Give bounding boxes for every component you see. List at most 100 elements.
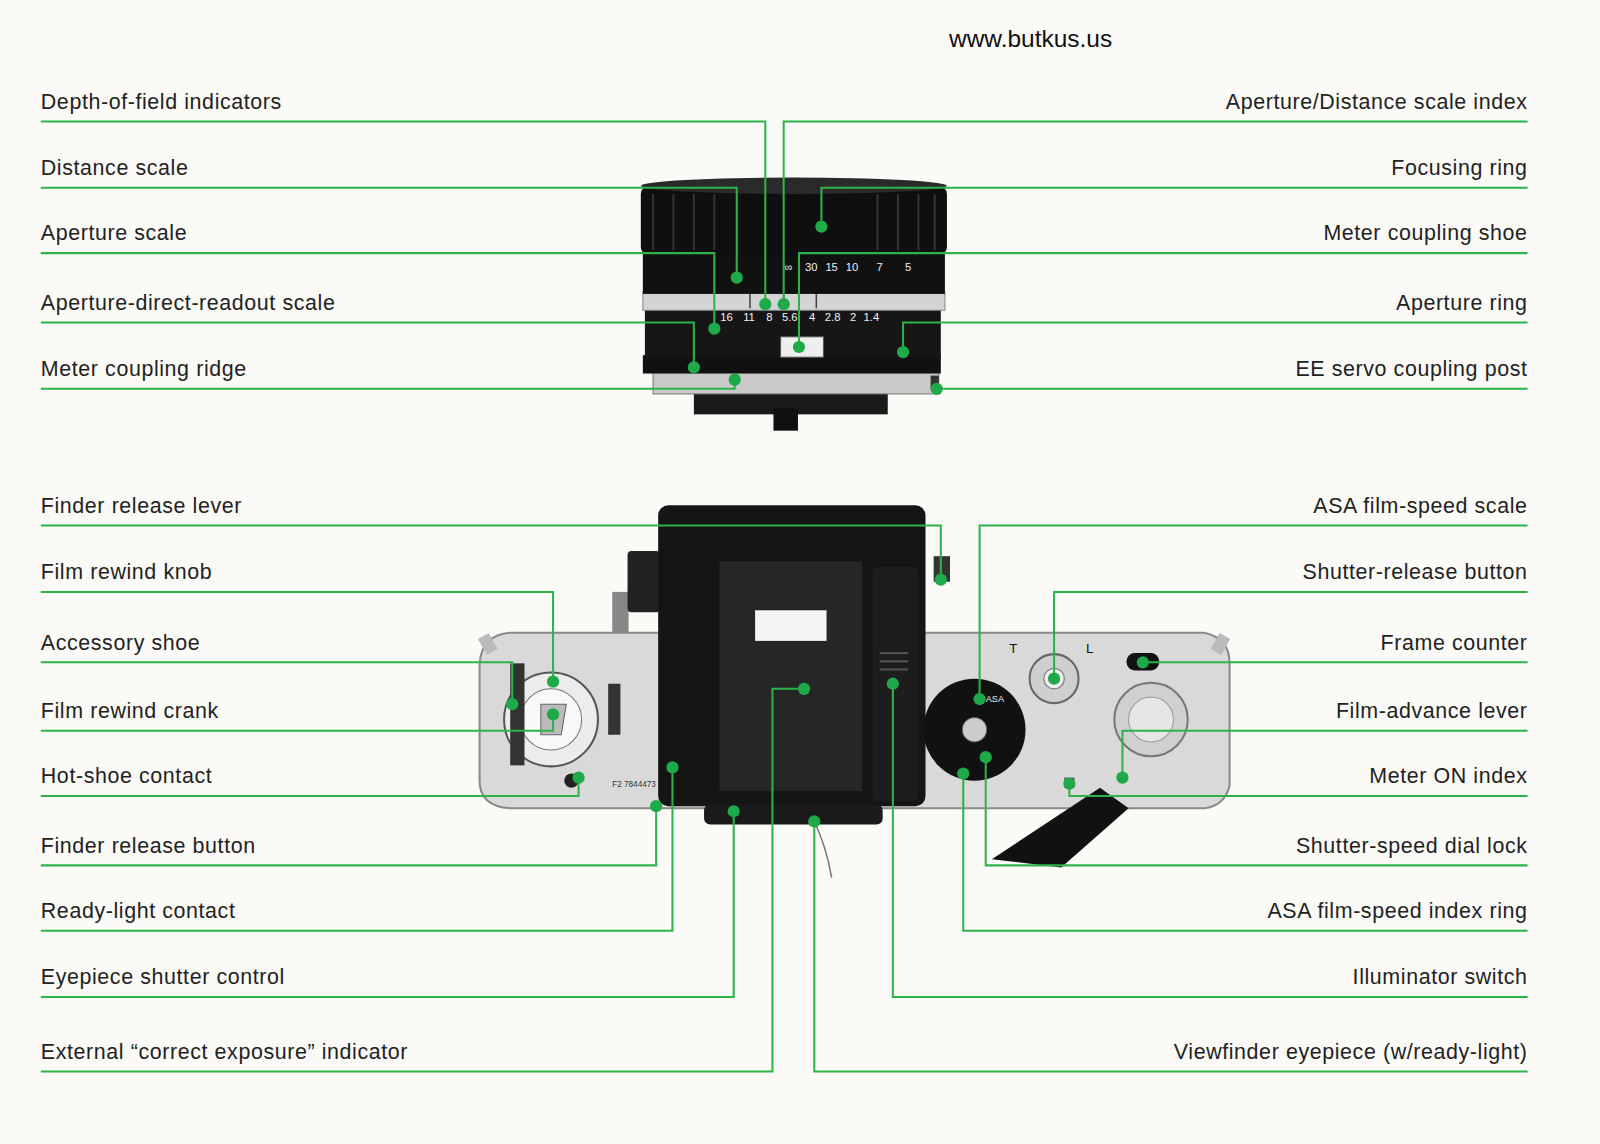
leader-dots-part (547, 708, 559, 720)
lens-drawing-part (641, 186, 947, 255)
leader-dots-part (931, 383, 943, 395)
lens-drawing-part-part (652, 194, 654, 250)
part-label: Distance scale (41, 156, 189, 182)
part-label: EE servo coupling post (1295, 357, 1527, 383)
camera-body-drawing-part (1114, 683, 1187, 756)
part-label: Hot-shoe contact (41, 764, 212, 790)
dial-mark: T (1009, 641, 1017, 657)
leader-dots-part (935, 574, 947, 586)
distance-scale-number: 5 (905, 261, 911, 274)
part-label: Focusing ring (1391, 156, 1527, 182)
leader-dots-part (506, 698, 518, 710)
part-label: Finder release button (41, 834, 256, 860)
part-label: Illuminator switch (1353, 965, 1528, 991)
lens-drawing-part-part (917, 194, 919, 250)
part-label: Shutter-speed dial lock (1296, 834, 1528, 860)
part-label: Viewfinder eyepiece (w/ready-light) (1174, 1040, 1528, 1066)
lens-drawing-part (773, 408, 797, 430)
leader-dots-part (973, 693, 985, 705)
leader-dots-part (1116, 771, 1128, 783)
leader-dots-part (1137, 656, 1149, 668)
leader-lines-part (41, 253, 714, 329)
part-label: Meter coupling ridge (41, 357, 247, 383)
part-label: Aperture ring (1396, 291, 1528, 317)
lens-drawing-part-part (672, 194, 674, 250)
leader-dots-part (957, 767, 969, 779)
part-label: Film rewind crank (41, 699, 219, 725)
leader-lines-part (41, 811, 734, 997)
camera-body-drawing-part (478, 633, 498, 655)
leader-lines-part (41, 806, 656, 865)
lens-drawing-part (653, 194, 935, 250)
leader-lines-part (893, 684, 1528, 997)
distance-scale-number: 30 (805, 261, 817, 274)
camera-body-drawing-part-part (880, 668, 909, 670)
leader-lines-part (784, 121, 1528, 304)
lens-drawing-part-part (713, 194, 715, 250)
lens-drawing-part-part (897, 194, 899, 250)
camera-body-drawing-part (923, 679, 1025, 781)
camera-body-drawing-part (658, 505, 925, 806)
part-label: Film rewind knob (41, 560, 212, 586)
camera-body-drawing-part (814, 821, 831, 877)
leader-lines-part (41, 767, 673, 930)
leader-lines-part (980, 526, 1528, 699)
leader-lines-part (821, 188, 1527, 227)
aperture-scale-number: 5.6 (782, 311, 798, 324)
leader-dots (506, 220, 1149, 827)
serial-number: F2 7844473 (612, 780, 656, 790)
camera-body-drawing-part (962, 717, 986, 741)
camera-body-drawing-part (719, 561, 862, 791)
lens-drawing-part-part (693, 194, 695, 250)
part-label: Accessory shoe (41, 631, 201, 657)
leader-lines-part (41, 188, 737, 278)
camera-body-drawing-part (755, 610, 826, 641)
camera-body-drawing-part-part (880, 652, 909, 654)
distance-scale-number: 10 (846, 261, 858, 274)
leader-dots-part (728, 805, 740, 817)
part-label: Depth-of-field indicators (41, 90, 282, 116)
lens-drawing-part-part (934, 194, 936, 250)
distance-scale-number: 7 (876, 261, 882, 274)
leader-lines-part (963, 774, 1527, 931)
leader-dots-part (731, 271, 743, 283)
leader-dots-part (887, 678, 899, 690)
leader-dots-part (808, 815, 820, 827)
lens-drawing-part (641, 178, 947, 194)
leader-dots-part (650, 800, 662, 812)
aperture-scale-number: 16 (720, 311, 732, 324)
part-label: Aperture scale (41, 221, 187, 247)
dial-mark: ASA (986, 694, 1004, 705)
part-label: Film-advance lever (1336, 699, 1528, 725)
leader-lines-part (1143, 661, 1528, 663)
lens-drawing-part-part (749, 294, 751, 308)
leader-dots-part (547, 676, 559, 688)
leader-lines (41, 121, 1528, 1071)
lens-drawing-part (643, 253, 945, 294)
lens-drawing-part (643, 355, 941, 373)
leader-lines-part (799, 253, 1528, 347)
camera-body-drawing-part (704, 804, 883, 824)
camera-body-drawing-part (880, 653, 909, 669)
leader-dots-part (759, 298, 771, 310)
camera-body-drawing-part (1129, 697, 1174, 742)
leader-dots-part (815, 220, 827, 232)
aperture-scale-number: 4 (809, 311, 815, 324)
camera-body-drawing-part (628, 551, 661, 612)
part-label: Finder release lever (41, 494, 242, 520)
dial-mark: L (1086, 641, 1093, 657)
camera-body-drawing-part (612, 592, 628, 633)
leader-lines-part (986, 757, 1528, 865)
watermark: www.butkus.us (949, 24, 1112, 53)
leader-dots-part (798, 683, 810, 695)
part-label: Eyepiece shutter control (41, 965, 285, 991)
part-label: Frame counter (1381, 631, 1528, 657)
distance-scale-number: ∞ (785, 261, 793, 274)
part-label: Meter coupling shoe (1323, 221, 1527, 247)
lens-drawing-part-part (816, 294, 818, 308)
leader-dots-part (666, 761, 678, 773)
leader-lines-part (41, 689, 804, 1072)
leader-lines-part (903, 323, 1527, 353)
camera-body-drawing-part (608, 684, 620, 735)
